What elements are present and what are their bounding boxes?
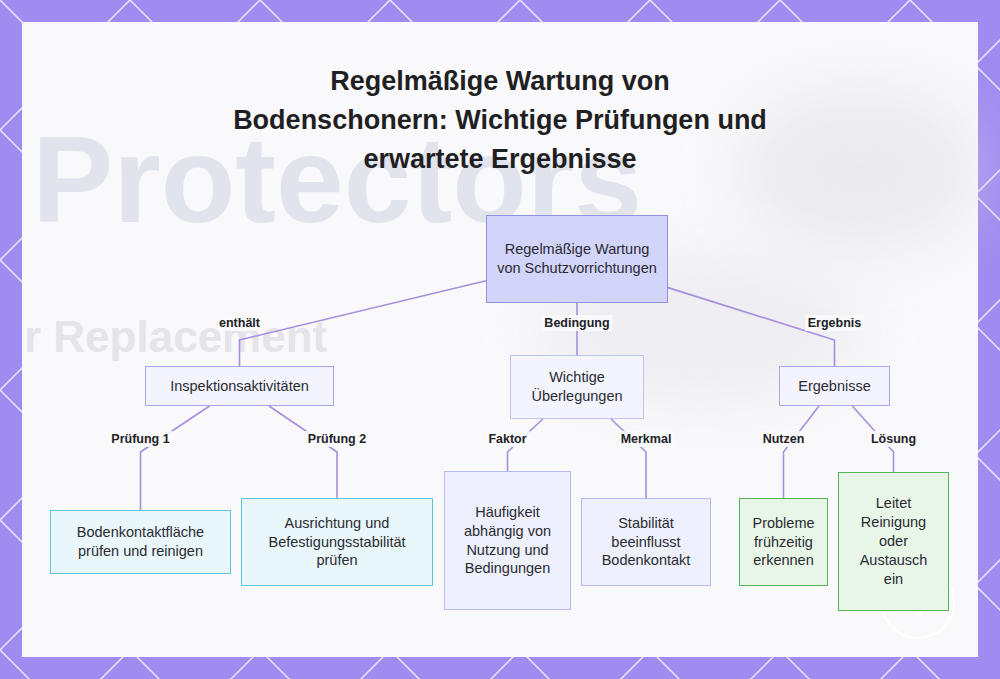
- node-text: Ausrichtung und Befestigungsstabilität p…: [250, 514, 425, 571]
- node-text: Häufigkeit abhängig von Nutzung und Bedi…: [460, 503, 556, 578]
- watermark-text: r Replacement: [24, 312, 327, 362]
- connector: [784, 406, 820, 498]
- edge-label: Merkmal: [618, 431, 675, 447]
- process-box: Bodenkontaktfläche prüfen und reinigen: [50, 510, 231, 574]
- edge-label: Faktor: [485, 431, 529, 447]
- process-box: Ergebnisse: [779, 366, 890, 406]
- process-box: Ausrichtung und Befestigungsstabilität p…: [241, 498, 433, 586]
- node-text: Regelmäßige Wartung von Schutzvorrichtun…: [497, 240, 657, 278]
- edge-label: Ergebnis: [805, 315, 865, 331]
- process-box: Häufigkeit abhängig von Nutzung und Bedi…: [444, 471, 571, 610]
- connector: [269, 406, 337, 498]
- connector: [141, 406, 210, 510]
- process-box: Leitet Reinigung oder Austausch ein: [838, 472, 949, 611]
- node-text: Leitet Reinigung oder Austausch ein: [852, 494, 936, 588]
- edge-label: Prüfung 2: [305, 431, 369, 447]
- edge-label: Prüfung 1: [108, 431, 172, 447]
- node-text: Bodenkontaktfläche prüfen und reinigen: [61, 523, 221, 561]
- process-box: Inspektionsaktivitäten: [145, 366, 334, 406]
- node-text: Stabilität beeinflusst Bodenkontakt: [591, 514, 701, 571]
- process-box: Stabilität beeinflusst Bodenkontakt: [581, 498, 711, 586]
- node-text: Probleme frühzeitig erkennen: [744, 514, 824, 571]
- process-box: Regelmäßige Wartung von Schutzvorrichtun…: [486, 215, 668, 303]
- connector: [240, 281, 487, 366]
- diagram-title: Regelmäßige Wartung von Bodenschonern: W…: [220, 62, 780, 179]
- edge-label: Lösung: [868, 431, 919, 447]
- process-box: Wichtige Überlegungen: [510, 355, 644, 419]
- node-text: Ergebnisse: [798, 377, 871, 396]
- node-text: Inspektionsaktivitäten: [170, 377, 309, 396]
- process-box: Probleme frühzeitig erkennen: [739, 498, 828, 586]
- edge-label: enthält: [216, 315, 263, 331]
- edge-label: Bedingung: [541, 315, 612, 331]
- blurred-photo: [740, 90, 980, 250]
- node-text: Wichtige Überlegungen: [522, 368, 632, 406]
- edge-label: Nutzen: [760, 431, 808, 447]
